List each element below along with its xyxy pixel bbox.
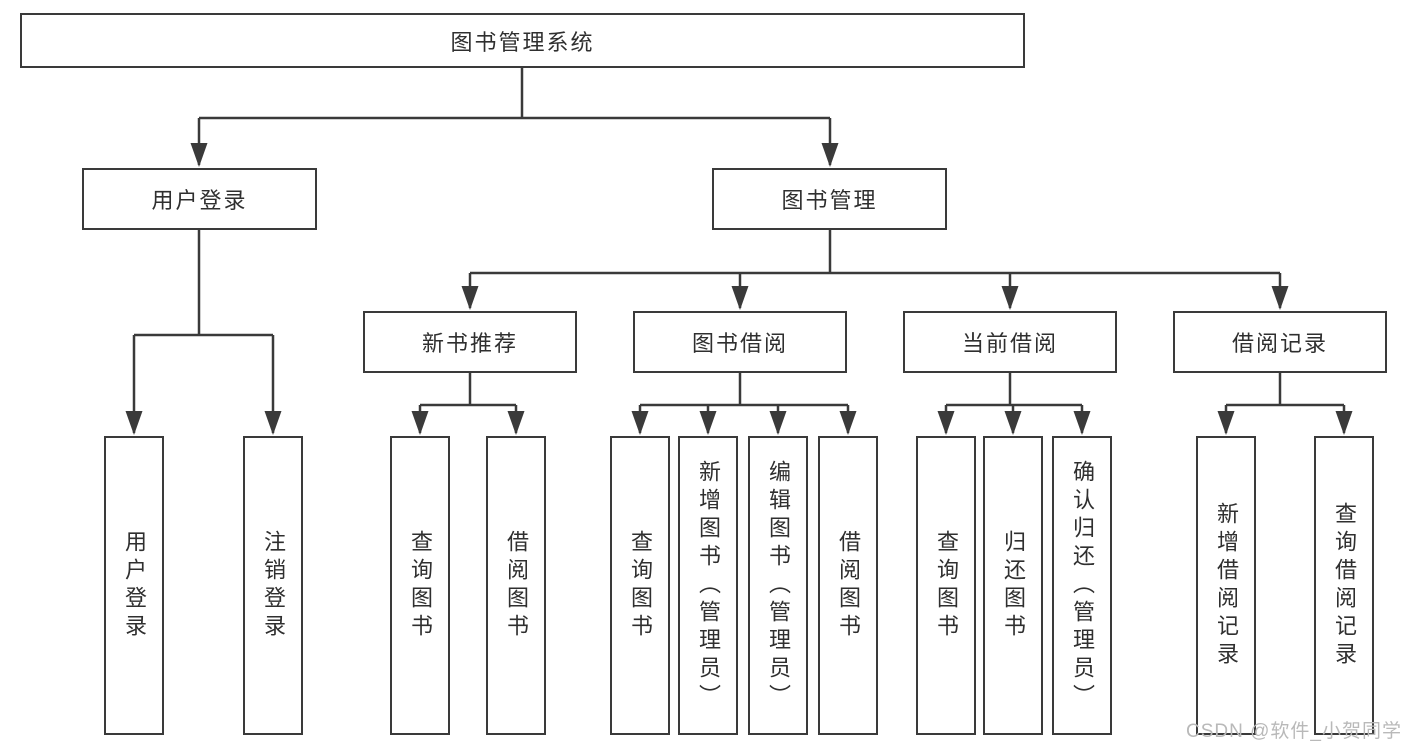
leaf-borrow-borrow-books: 借阅图书 xyxy=(818,436,878,735)
leaf-newbooks-query-books-label: 查询图书 xyxy=(408,529,433,642)
leaf-current-query-books-label: 查询图书 xyxy=(934,529,959,642)
leaf-logout-label: 注销登录 xyxy=(261,529,286,642)
leaf-borrow-add-books-admin: 新增图书（管理员） xyxy=(678,436,738,735)
node-borrow-records-label: 借阅记录 xyxy=(1231,331,1328,356)
leaf-records-query-record: 查询借阅记录 xyxy=(1314,436,1374,735)
leaf-borrow-add-books-admin-label: 新增图书（管理员） xyxy=(696,459,721,712)
leaf-current-confirm-return-admin: 确认归还（管理员） xyxy=(1052,436,1112,735)
node-library-system: 图书管理系统 xyxy=(20,13,1025,68)
csdn-watermark: CSDN @软件_小贺同学 xyxy=(1186,721,1402,742)
node-new-book-recommend: 新书推荐 xyxy=(363,311,577,373)
leaf-current-query-books: 查询图书 xyxy=(916,436,976,735)
node-borrow-records: 借阅记录 xyxy=(1173,311,1387,373)
node-current-borrow-label: 当前借阅 xyxy=(961,331,1058,356)
leaf-borrow-borrow-books-label: 借阅图书 xyxy=(836,529,861,642)
node-new-book-recommend-label: 新书推荐 xyxy=(421,331,518,356)
leaf-user-login-label: 用户登录 xyxy=(122,529,147,642)
leaf-current-return-books-label: 归还图书 xyxy=(1001,529,1026,642)
node-book-management: 图书管理 xyxy=(712,168,947,230)
leaf-logout: 注销登录 xyxy=(243,436,303,735)
leaf-borrow-edit-books-admin-label: 编辑图书（管理员） xyxy=(766,459,791,712)
leaf-borrow-query-books-label: 查询图书 xyxy=(628,529,653,642)
leaf-newbooks-query-books: 查询图书 xyxy=(390,436,450,735)
node-book-borrow-label: 图书借阅 xyxy=(691,331,788,356)
leaf-newbooks-borrow-books-label: 借阅图书 xyxy=(504,529,529,642)
node-current-borrow: 当前借阅 xyxy=(903,311,1117,373)
leaf-records-query-record-label: 查询借阅记录 xyxy=(1332,501,1357,670)
node-book-management-label: 图书管理 xyxy=(781,188,878,213)
leaf-newbooks-borrow-books: 借阅图书 xyxy=(486,436,546,735)
leaf-current-return-books: 归还图书 xyxy=(983,436,1043,735)
leaf-user-login: 用户登录 xyxy=(104,436,164,735)
leaf-borrow-edit-books-admin: 编辑图书（管理员） xyxy=(748,436,808,735)
leaf-records-add-record-label: 新增借阅记录 xyxy=(1214,501,1239,670)
node-user-login-label: 用户登录 xyxy=(151,188,248,213)
node-library-system-label: 图书管理系统 xyxy=(450,29,595,55)
node-book-borrow: 图书借阅 xyxy=(633,311,847,373)
leaf-borrow-query-books: 查询图书 xyxy=(610,436,670,735)
leaf-current-confirm-return-admin-label: 确认归还（管理员） xyxy=(1070,459,1095,712)
leaf-records-add-record: 新增借阅记录 xyxy=(1196,436,1256,735)
node-user-login: 用户登录 xyxy=(82,168,317,230)
